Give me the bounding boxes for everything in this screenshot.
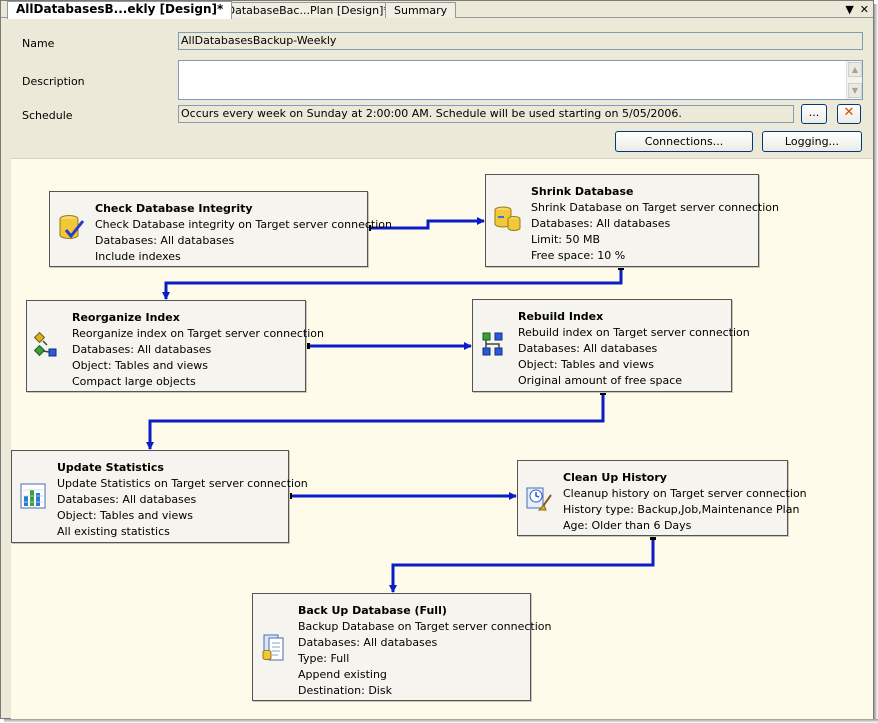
document-tab-strip: AllDatabasesB...ekly [Design]* AllDataba… [1,1,873,19]
task-detail: Databases: All databases [531,217,671,230]
task-title: Update Statistics [57,461,164,474]
remove-icon: ✕ [843,105,855,120]
task-detail: Databases: All databases [298,636,438,649]
task-detail: Limit: 50 MB [531,233,601,246]
scroll-down-icon[interactable]: ▼ [848,83,862,98]
tab-summary[interactable]: Summary [385,2,457,18]
task-detail: Check Database integrity on Target serve… [95,218,392,231]
task-reorganize-index[interactable]: Reorganize Index Reorganize index on Tar… [26,300,324,392]
task-rebuild-index[interactable]: Rebuild Index Rebuild index on Target se… [472,299,750,392]
tab-weekly-design[interactable]: AllDatabasesB...ekly [Design]* [7,1,233,19]
task-detail: All existing statistics [57,525,170,538]
task-detail: Backup Database on Target server connect… [298,620,552,633]
task-detail: History type: Backup,Job,Maintenance Pla… [563,503,800,516]
task-detail: Reorganize index on Target server connec… [72,327,325,340]
task-detail: Compact large objects [72,375,196,388]
task-detail: Rebuild index on Target server connectio… [518,326,750,339]
description-label: Description [22,75,85,88]
task-detail: Original amount of free space [518,374,683,387]
task-title: Check Database Integrity [95,202,253,215]
task-detail: Databases: All databases [518,342,658,355]
task-detail: Append existing [298,668,387,681]
description-field[interactable]: ▲ ▼ [178,60,863,100]
task-detail: Object: Tables and views [518,358,654,371]
task-detail: Object: Tables and views [72,359,208,372]
task-detail: Type: Full [298,652,350,665]
task-title: Back Up Database (Full) [298,604,447,617]
task-detail: Databases: All databases [95,234,235,247]
task-title: Shrink Database [531,185,634,198]
task-title: Clean Up History [563,471,667,484]
task-title: Rebuild Index [518,310,604,323]
task-detail: Free space: 10 % [531,249,626,262]
name-field[interactable]: AllDatabasesBackup-Weekly [178,32,863,50]
task-update-statistics[interactable]: Update Statistics Update Statistics on T… [11,450,308,543]
task-title: Reorganize Index [72,311,180,324]
schedule-label: Schedule [22,109,73,122]
cleanup-history-icon [526,487,552,511]
connections-button[interactable]: Connections... [615,131,753,152]
task-detail: Cleanup history on Target server connect… [563,487,807,500]
statistics-chart-icon [20,483,46,509]
name-label: Name [22,37,55,50]
schedule-remove-button[interactable]: ✕ [837,104,861,124]
backup-database-icon [262,634,284,661]
task-detail: Object: Tables and views [57,509,193,522]
database-shrink-icon [494,206,521,231]
task-detail: Databases: All databases [57,493,197,506]
chevron-down-icon[interactable]: ▼ [845,2,854,16]
tab-tools: ▼ ✕ [845,2,869,17]
close-icon[interactable]: ✕ [859,2,869,16]
task-detail: Destination: Disk [298,684,392,697]
window-shadow-right [874,4,878,723]
task-clean-up-history[interactable]: Clean Up History Cleanup history on Targ… [517,460,807,536]
task-detail: Shrink Database on Target server connect… [531,201,780,214]
task-detail: Include indexes [95,250,181,263]
reorganize-index-icon [33,331,57,357]
schedule-browse-button[interactable]: ... [801,104,827,124]
logging-button[interactable]: Logging... [762,131,862,152]
schedule-field: Occurs every week on Sunday at 2:00:00 A… [178,105,794,123]
task-shrink-database[interactable]: Shrink Database Shrink Database on Targe… [485,174,779,267]
database-check-icon [59,215,85,239]
task-detail: Update Statistics on Target server conne… [57,477,308,490]
tab-backup-plan-design[interactable]: AllDatabaseBac...Plan [Design]* [204,2,398,18]
description-scrollbar[interactable]: ▲ ▼ [846,61,862,99]
scroll-up-icon[interactable]: ▲ [848,62,862,77]
task-detail: Databases: All databases [72,343,212,356]
window-shadow-bottom [4,719,878,723]
rebuild-index-icon [482,332,503,356]
task-check-database-integrity[interactable]: Check Database Integrity Check Database … [49,191,392,267]
task-detail: Age: Older than 6 Days [563,519,692,532]
plan-properties-panel: Name AllDatabasesBackup-Weekly Descripti… [2,19,873,157]
task-back-up-database[interactable]: Back Up Database (Full) Backup Database … [252,593,551,701]
